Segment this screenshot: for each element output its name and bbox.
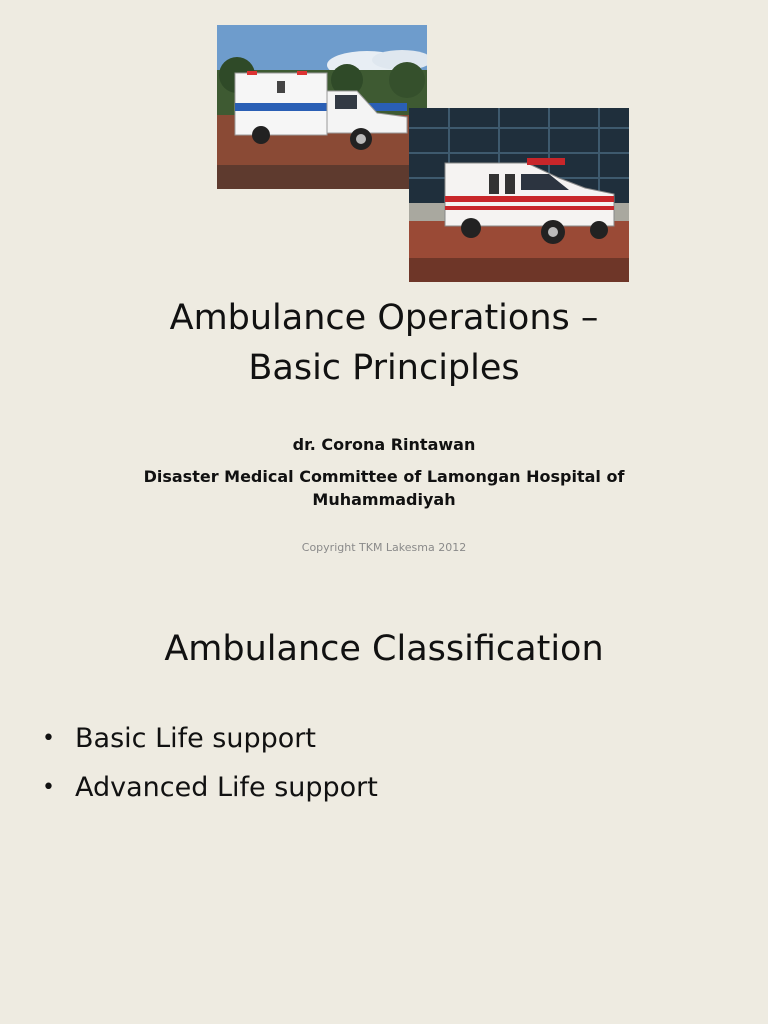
bullet-list: • Basic Life support • Advanced Life sup… — [42, 714, 378, 812]
ambulance-photo-red — [409, 108, 629, 282]
affiliation: Disaster Medical Committee of Lamongan H… — [143, 467, 625, 509]
bullet-item: • Basic Life support — [42, 714, 378, 763]
bullet-text: Basic Life support — [75, 723, 316, 754]
title-slide: Ambulance Operations – Basic Principles … — [0, 25, 768, 554]
slide-title: Ambulance Classification — [164, 629, 604, 669]
author-name: dr. Corona Rintawan — [292, 435, 476, 454]
slide-title-line2: Basic Principles — [248, 348, 520, 388]
slide-title: Ambulance Operations – Basic Principles — [0, 293, 768, 393]
classification-slide: Ambulance Classification • Basic Life su… — [0, 580, 768, 1024]
bullet-icon: • — [42, 775, 55, 800]
bullet-text: Advanced Life support — [75, 772, 378, 803]
bullet-icon: • — [42, 726, 55, 751]
copyright-note: Copyright TKM Lakesma 2012 — [301, 541, 467, 554]
ambulance-photo-blue — [217, 25, 427, 189]
slide-title-line1: Ambulance Operations – — [169, 298, 599, 338]
bullet-item: • Advanced Life support — [42, 763, 378, 812]
